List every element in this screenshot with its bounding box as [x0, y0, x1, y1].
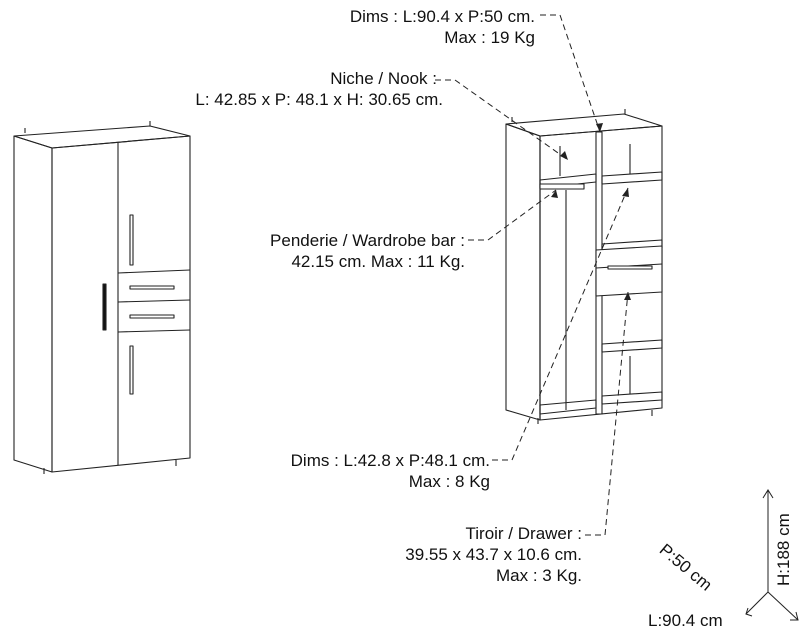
label-drawer: Tiroir / Drawer : 39.55 x 43.7 x 10.6 cm…: [330, 523, 582, 586]
label-wardrobe-bar: Penderie / Wardrobe bar : 42.15 cm. Max …: [200, 230, 465, 272]
drawer-line1: Tiroir / Drawer :: [465, 524, 583, 543]
niche-line1: Niche / Nook :: [330, 69, 437, 88]
dims-outer-line1: Dims : L:90.4 x P:50 cm.: [349, 7, 535, 26]
arrowhead-wardrobe-bar: [551, 190, 558, 198]
arrowhead-dims-outer: [596, 123, 603, 132]
drawer-line2: 39.55 x 43.7 x 10.6 cm.: [405, 545, 582, 564]
label-niche: Niche / Nook : L: 42.85 x P: 48.1 x H: 3…: [100, 68, 443, 110]
arrowhead-drawer: [624, 292, 631, 300]
dims-shelf-line2: Max : 8 Kg: [408, 472, 490, 491]
leader-wardrobe-bar: [468, 189, 557, 241]
leader-niche: [435, 79, 569, 161]
dims-outer-line2: Max : 19 Kg: [444, 28, 535, 47]
axis-indicator: [745, 489, 799, 621]
open-wardrobe: [505, 109, 663, 424]
wardrobe-bar-line2: 42.15 cm. Max : 11 Kg.: [291, 252, 465, 271]
niche-line2: L: 42.85 x P: 48.1 x H: 30.65 cm.: [195, 90, 443, 109]
leader-dims-outer: [540, 14, 601, 133]
leader-dims-shelf: [492, 187, 629, 461]
drawer-line3: Max : 3 Kg.: [496, 566, 582, 585]
axis-length-label: L:90.4 cm: [648, 611, 723, 630]
leader-drawer: [585, 291, 629, 536]
arrowhead-dims-shelf: [622, 188, 629, 197]
label-dims-shelf: Dims : L:42.8 x P:48.1 cm. Max : 8 Kg: [220, 450, 490, 492]
arrowhead-niche: [560, 151, 568, 160]
axis-height-label: H:188 cm: [774, 513, 793, 586]
closed-wardrobe: [13, 121, 191, 474]
label-dims-outer: Dims : L:90.4 x P:50 cm. Max : 19 Kg: [270, 6, 535, 48]
wardrobe-bar-line1: Penderie / Wardrobe bar :: [270, 231, 465, 250]
dims-shelf-line1: Dims : L:42.8 x P:48.1 cm.: [290, 451, 490, 470]
